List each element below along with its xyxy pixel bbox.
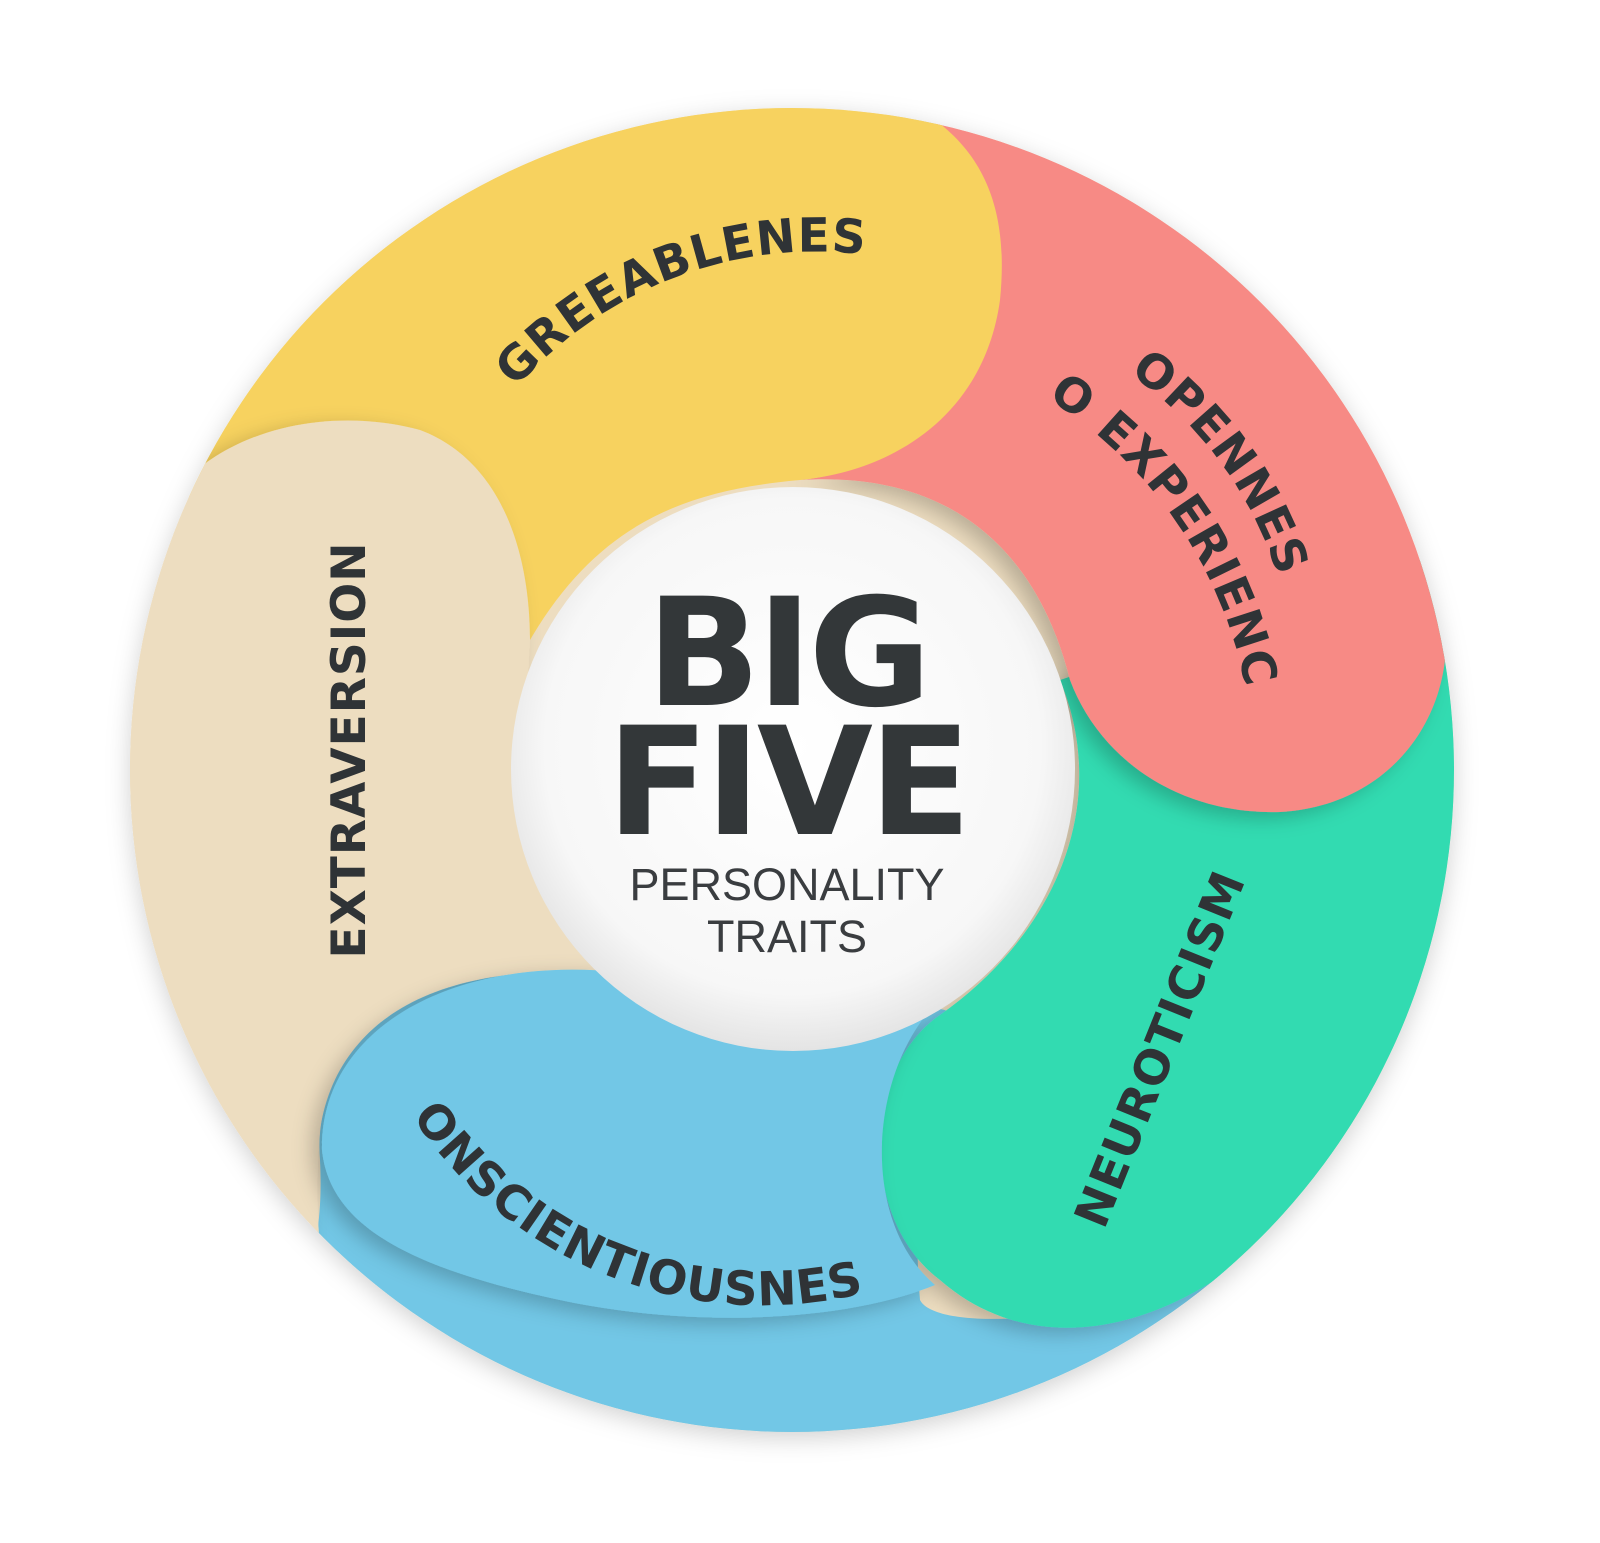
center-circle	[511, 487, 1075, 1051]
center-title-line2: FIVE	[607, 696, 968, 870]
center-subtitle-line1: PERSONALITY	[629, 859, 944, 910]
center-title-line1: BIG	[646, 567, 927, 741]
label-extraversion: EXTRAVERSION	[322, 541, 377, 958]
segment-openness	[800, 108, 1447, 813]
segment-conscientiousness-overlay	[321, 969, 935, 1318]
center-subtitle-line2: TRAITS	[707, 911, 867, 962]
